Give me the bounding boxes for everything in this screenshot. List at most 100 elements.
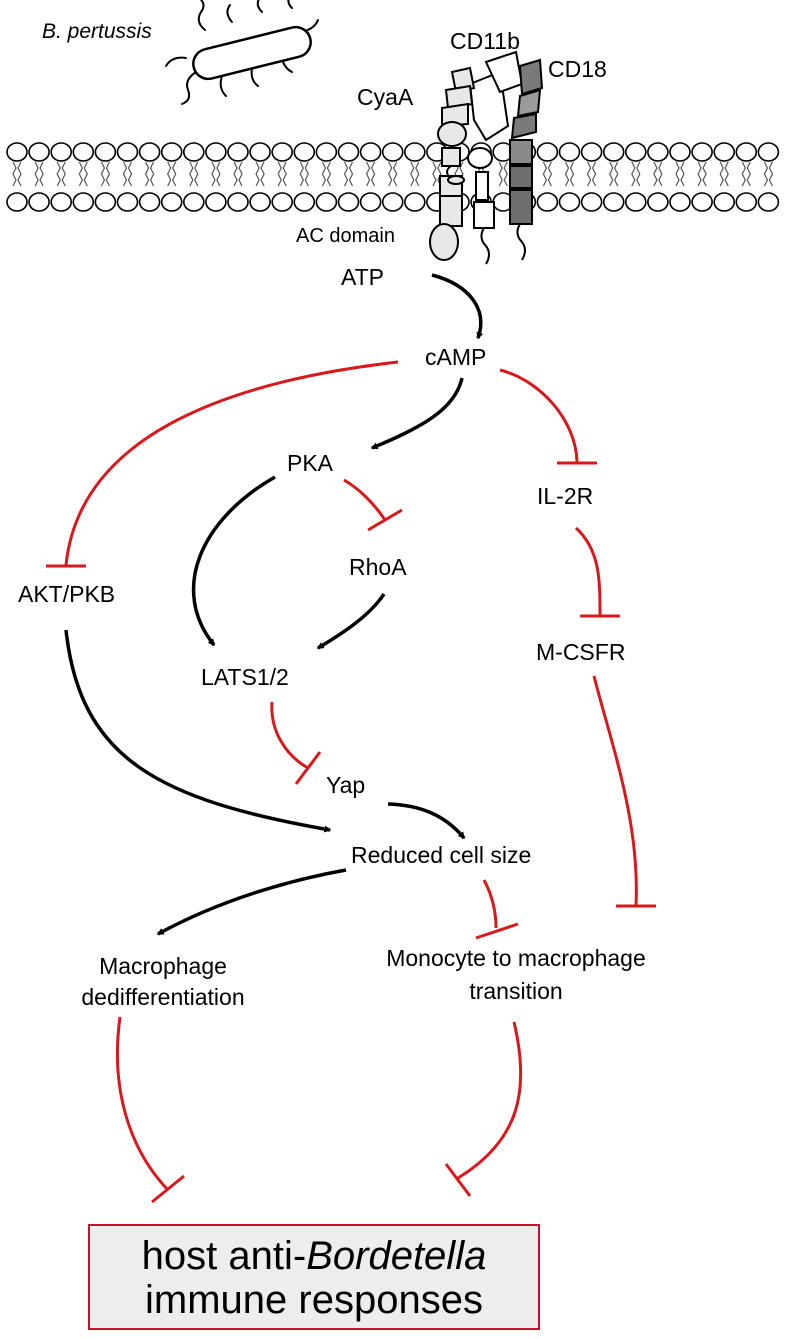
arrow-reduced-macrophage <box>156 868 347 936</box>
inhibit-pka-rhoa <box>343 478 387 521</box>
lipid-head <box>72 142 95 162</box>
lipid-head <box>624 192 647 212</box>
node-macrophage-line2: dedifferentiation <box>81 984 245 1010</box>
lipid-tail <box>255 161 265 187</box>
lipid-head <box>536 142 559 162</box>
lipid-tail <box>741 161 751 187</box>
lipid-tail <box>122 161 133 187</box>
lipid-head <box>757 192 780 212</box>
lipid-head <box>735 142 758 162</box>
bacterium-label: B. pertussis <box>42 20 152 43</box>
node-transition-line1: Monocyte to macrophage <box>386 945 646 971</box>
lipid-head <box>50 192 73 212</box>
arrow-akt-reduced <box>64 629 332 833</box>
lipid-tail <box>763 161 774 187</box>
lipid-head <box>6 192 28 212</box>
arrow-rhoa-lats <box>316 593 386 650</box>
lipid-head <box>558 192 581 212</box>
node-reduced-cell-size: Reduced cell size <box>351 842 532 868</box>
inhibit-macrophage-host <box>116 1016 170 1192</box>
node-lats12: LATS1/2 <box>201 664 289 690</box>
lipid-head <box>713 192 736 212</box>
arrow-yap-reduced <box>387 802 466 840</box>
lipid-head <box>669 192 691 212</box>
lipid-head <box>669 142 691 162</box>
lipid-head <box>160 192 183 212</box>
ac-domain-label: AC domain <box>296 225 395 247</box>
lipid-tail <box>189 161 199 187</box>
lipid-head <box>116 142 139 162</box>
lipid-head <box>602 142 625 162</box>
lipid-head <box>116 192 139 212</box>
lipid-head <box>359 142 382 162</box>
lipid-tail <box>586 161 597 187</box>
lipid-tail <box>609 161 619 187</box>
lipid-tail <box>432 161 442 187</box>
lipid-tail <box>653 161 663 187</box>
lipid-head <box>647 192 669 212</box>
inhibit-il2r-mcsfr <box>574 526 602 616</box>
lipid-head <box>227 192 249 212</box>
cyaa-label: CyaA <box>357 84 414 110</box>
lipid-head <box>94 142 117 162</box>
lipid-tail <box>498 161 508 187</box>
lipid-head <box>624 142 647 162</box>
inhibit-transition-host <box>457 1021 523 1180</box>
lipid-head <box>536 192 559 212</box>
activation-arrows <box>64 273 484 936</box>
lipid-head <box>271 192 294 212</box>
lipid-head <box>735 192 758 212</box>
lipid-head <box>691 192 713 212</box>
lipid-head <box>713 142 736 162</box>
bacterium-icon <box>165 0 319 105</box>
lipid-head <box>293 142 316 162</box>
node-camp: cAMP <box>425 344 487 370</box>
node-macrophage-line1: Macrophage <box>99 953 227 979</box>
lipid-tail <box>697 161 707 187</box>
lipid-tail <box>277 161 287 187</box>
inhibit-reduced-transition <box>482 879 498 929</box>
node-yap: Yap <box>326 772 366 798</box>
lipid-head <box>580 192 603 212</box>
lipid-head <box>315 192 338 212</box>
lipid-head <box>249 192 271 212</box>
node-transition-line2: transition <box>469 978 563 1004</box>
lipid-tail <box>719 161 729 187</box>
lipid-head <box>94 192 117 212</box>
lipid-head <box>183 192 205 212</box>
lipid-head <box>227 142 249 162</box>
cd18-receptor <box>509 58 544 261</box>
cyaa-toxin <box>429 66 476 261</box>
lipid-head <box>403 142 426 162</box>
lipid-head <box>602 192 625 212</box>
lipid-tail <box>167 161 177 187</box>
lipid-tail <box>56 161 66 187</box>
lipid-tail <box>564 161 575 187</box>
host-response-line1: host anti-Bordetella <box>141 1234 487 1278</box>
lipid-head <box>381 192 404 212</box>
lipid-head <box>757 142 780 162</box>
lipid-head <box>691 142 713 162</box>
lipid-tail <box>100 161 111 187</box>
node-rhoa: RhoA <box>349 554 407 580</box>
node-akt-pkb: AKT/PKB <box>18 581 116 607</box>
inhibit-camp-akt <box>64 360 399 566</box>
lipid-head <box>205 192 227 212</box>
lipid-tail <box>410 161 420 187</box>
lipid-head <box>160 142 183 162</box>
lipid-head <box>337 142 360 162</box>
lipid-head <box>138 142 161 162</box>
lipid-head <box>381 142 404 162</box>
lipid-head <box>580 142 603 162</box>
node-atp: ATP <box>341 264 385 290</box>
arrow-camp-pka <box>370 377 464 450</box>
lipid-head <box>28 142 50 162</box>
lipid-tail <box>388 161 398 187</box>
inhibition-lines <box>46 360 656 1204</box>
lipid-head <box>337 192 360 212</box>
lipid-tail <box>675 161 685 187</box>
lipid-head <box>647 142 669 162</box>
node-pka: PKA <box>287 450 334 476</box>
lipid-head <box>72 192 95 212</box>
lipid-head <box>6 142 28 162</box>
